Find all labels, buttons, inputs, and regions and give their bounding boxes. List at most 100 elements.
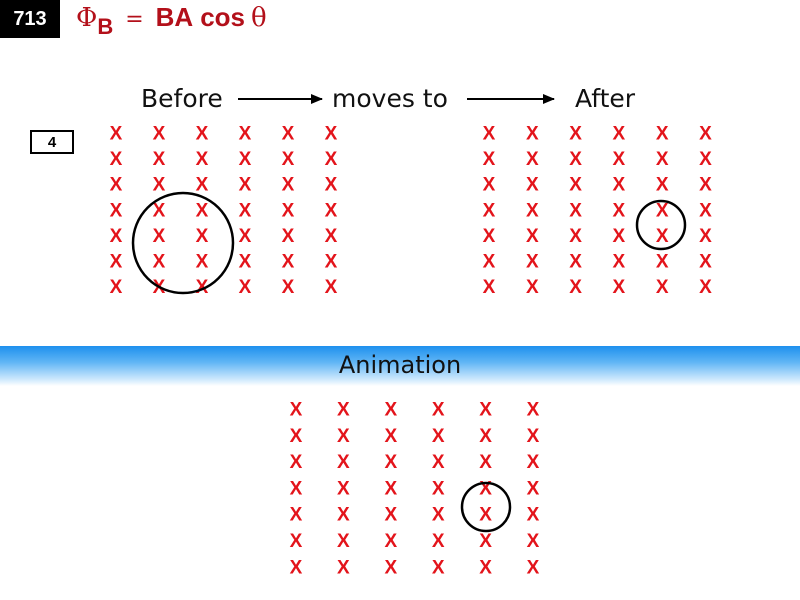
field-x-mark: X	[384, 452, 397, 473]
field-x-mark: X	[384, 426, 397, 447]
field-x-mark: X	[483, 252, 496, 273]
field-x-mark: X	[384, 531, 397, 552]
field-x-mark: X	[432, 557, 445, 578]
field-x-mark: X	[656, 149, 669, 170]
field-x-mark: X	[290, 531, 303, 552]
field-x-mark: X	[432, 531, 445, 552]
field-x-mark: X	[153, 252, 166, 273]
field-x-mark: X	[526, 226, 539, 247]
field-x-mark: X	[656, 175, 669, 196]
field-x-mark: X	[479, 505, 492, 526]
field-x-mark: X	[337, 400, 350, 421]
field-x-mark: X	[325, 175, 338, 196]
field-x-mark: X	[699, 149, 712, 170]
field-x-mark: X	[479, 452, 492, 473]
field-x-mark: X	[432, 505, 445, 526]
field-x-mark: X	[527, 400, 540, 421]
field-x-mark: X	[282, 252, 295, 273]
field-x-mark: X	[282, 124, 295, 145]
field-x-mark: X	[282, 277, 295, 298]
field-x-mark: X	[337, 557, 350, 578]
field-x-mark: X	[325, 200, 338, 221]
field-x-mark: X	[527, 505, 540, 526]
field-x-mark: X	[526, 124, 539, 145]
field-x-mark: X	[699, 226, 712, 247]
formula-equals: =	[125, 7, 144, 32]
field-x-mark: X	[110, 252, 123, 273]
animation-label: Animation	[338, 351, 462, 379]
field-x-mark: X	[699, 252, 712, 273]
animation-band	[0, 346, 800, 386]
field-x-mark: X	[239, 175, 252, 196]
field-x-mark: X	[110, 149, 123, 170]
field-x-mark: X	[384, 557, 397, 578]
field-x-mark: X	[526, 200, 539, 221]
field-x-mark: X	[110, 175, 123, 196]
field-x-mark: X	[384, 478, 397, 499]
field-x-mark: X	[325, 226, 338, 247]
field-x-mark: X	[569, 124, 582, 145]
field-x-mark: X	[384, 505, 397, 526]
field-x-mark: X	[569, 200, 582, 221]
flux-formula: Φ B = BA cos θ	[76, 2, 267, 42]
moves-to-label: moves to	[332, 84, 448, 113]
slide-number: 713	[0, 0, 60, 38]
field-x-mark: X	[196, 175, 209, 196]
field-x-mark: X	[432, 400, 445, 421]
field-x-mark: X	[569, 277, 582, 298]
field-x-mark: X	[699, 277, 712, 298]
field-x-mark: X	[153, 124, 166, 145]
field-x-mark: X	[239, 252, 252, 273]
field-x-mark: X	[613, 175, 626, 196]
field-x-mark: X	[479, 426, 492, 447]
loop-after	[635, 199, 687, 251]
field-x-mark: X	[325, 149, 338, 170]
field-x-mark: X	[699, 200, 712, 221]
field-x-mark: X	[569, 149, 582, 170]
after-label: After	[575, 84, 636, 113]
field-x-mark: X	[337, 478, 350, 499]
field-x-mark: X	[153, 226, 166, 247]
field-x-mark: X	[527, 531, 540, 552]
field-x-mark: X	[613, 200, 626, 221]
formula-ba: BA	[155, 2, 194, 32]
field-x-mark: X	[569, 226, 582, 247]
field-x-mark: X	[239, 124, 252, 145]
field-x-mark: X	[325, 252, 338, 273]
field-x-mark: X	[483, 175, 496, 196]
field-x-mark: X	[432, 452, 445, 473]
field-x-mark: X	[110, 277, 123, 298]
field-x-mark: X	[290, 400, 303, 421]
field-x-mark: X	[110, 124, 123, 145]
field-x-mark: X	[613, 252, 626, 273]
formula-phi: Φ	[76, 3, 98, 33]
field-x-mark: X	[527, 478, 540, 499]
field-x-mark: X	[526, 252, 539, 273]
field-x-mark: X	[613, 124, 626, 145]
field-x-mark: X	[153, 200, 166, 221]
before-label: Before	[141, 84, 223, 113]
formula-subscript: B	[97, 14, 114, 39]
field-x-mark: X	[337, 452, 350, 473]
field-x-mark: X	[239, 149, 252, 170]
field-x-mark: X	[290, 505, 303, 526]
field-x-mark: X	[290, 478, 303, 499]
field-x-mark: X	[290, 452, 303, 473]
field-x-mark: X	[110, 200, 123, 221]
field-x-mark: X	[337, 426, 350, 447]
field-x-mark: X	[527, 426, 540, 447]
field-x-mark: X	[656, 200, 669, 221]
field-x-mark: X	[325, 277, 338, 298]
field-x-mark: X	[483, 226, 496, 247]
field-x-mark: X	[699, 124, 712, 145]
field-x-mark: X	[526, 149, 539, 170]
field-x-mark: X	[337, 531, 350, 552]
field-x-mark: X	[153, 175, 166, 196]
field-x-mark: X	[196, 277, 209, 298]
field-x-mark: X	[479, 478, 492, 499]
field-x-mark: X	[479, 557, 492, 578]
field-x-mark: X	[483, 200, 496, 221]
loop-animation	[460, 481, 512, 533]
